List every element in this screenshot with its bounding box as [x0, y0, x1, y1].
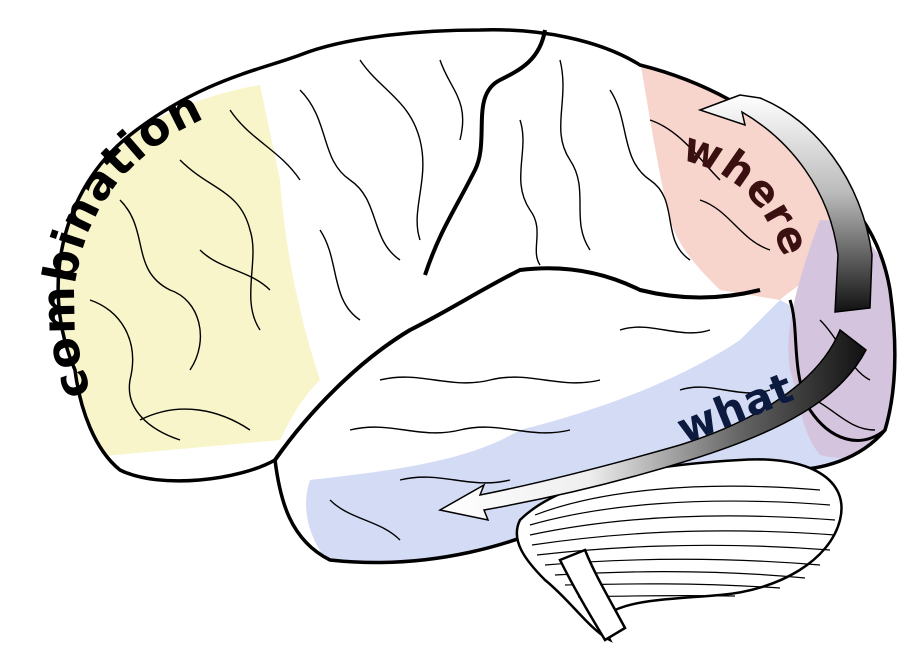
brain-illustration: combination where what	[0, 0, 897, 655]
brain-diagram: combination where what	[0, 0, 897, 655]
